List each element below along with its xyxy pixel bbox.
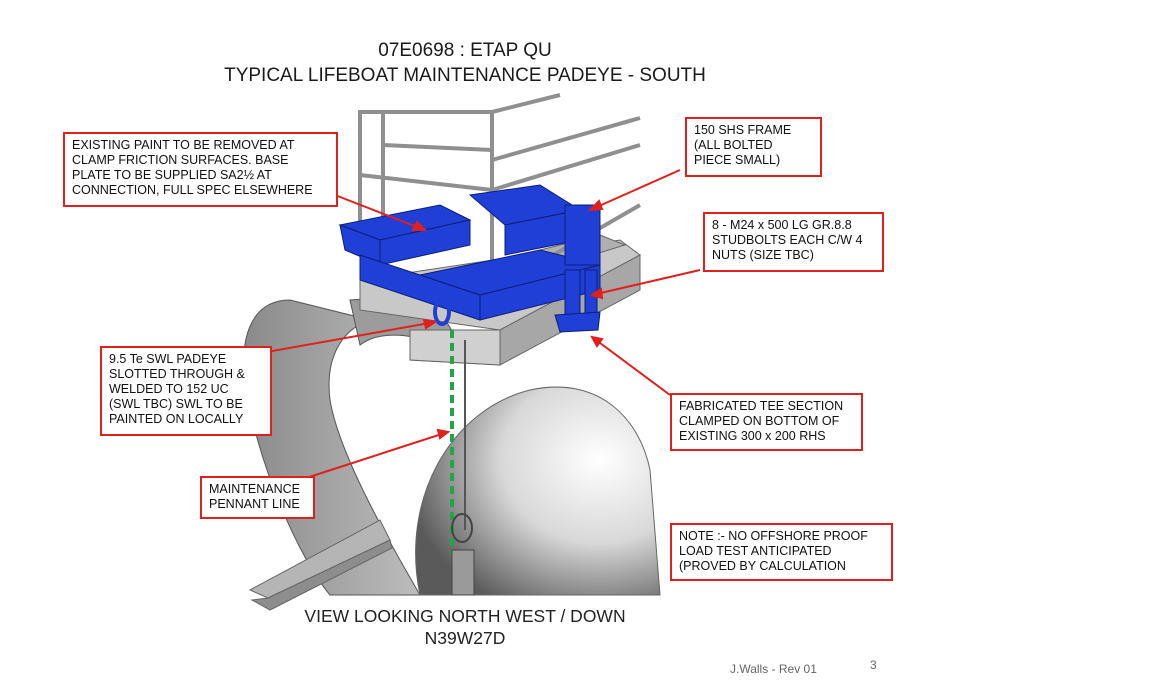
footer-author-revision: J.Walls - Rev 01 [730,662,817,676]
title-line-2: TYPICAL LIFEBOAT MAINTENANCE PADEYE - SO… [224,65,706,86]
view-caption: VIEW LOOKING NORTH WEST / DOWN [304,606,626,626]
callout-tee-section: FABRICATED TEE SECTION CLAMPED ON BOTTOM… [670,393,863,451]
callout-shs-frame: 150 SHS FRAME (ALL BOLTED PIECE SMALL) [685,117,822,177]
title-line-1: 07E0698 : ETAP QU [378,40,552,61]
page-number: 3 [870,658,877,672]
leader-lines [249,169,701,481]
shackle [433,298,451,326]
callout-padeye: 9.5 Te SWL PADEYE SLOTTED THROUGH & WELD… [100,346,272,436]
large-pipe [415,386,661,596]
callout-studbolts: 8 - M24 x 500 LG GR.8.8 STUDBOLTS EACH C… [703,212,884,272]
callout-paint-removal: EXISTING PAINT TO BE REMOVED AT CLAMP FR… [63,132,338,207]
callout-load-test-note: NOTE :- NO OFFSHORE PROOF LOAD TEST ANTI… [670,523,893,581]
callout-pennant-line: MAINTENANCE PENNANT LINE [200,476,315,519]
handrail [358,93,641,282]
view-code: N39W27D [424,628,506,648]
pennant-weight [451,549,475,596]
